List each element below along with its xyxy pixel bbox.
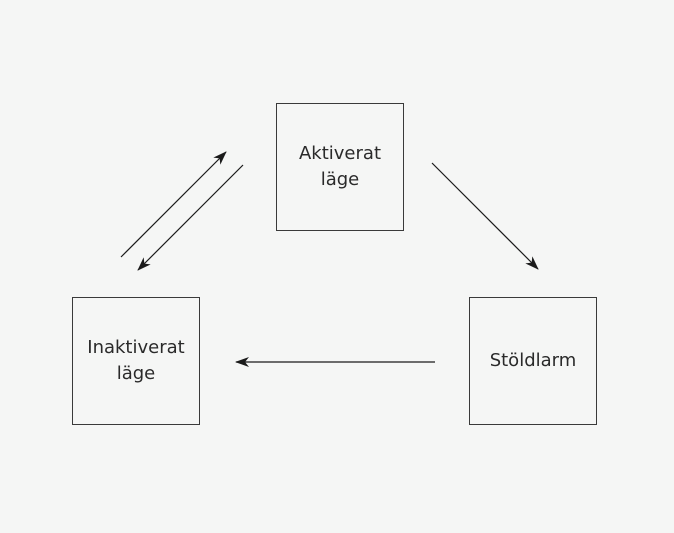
state-label-active: Aktiverat läge (298, 143, 381, 190)
state-label-inactive: Inaktiverat läge (87, 337, 185, 384)
arrow-inactive-to-active (120, 151, 227, 258)
state-box-alarm: Stöldlarm (469, 297, 597, 425)
state-box-active: Aktiverat läge (276, 103, 404, 231)
arrow-active-to-alarm (431, 162, 539, 270)
arrow-active-to-inactive (137, 164, 244, 271)
state-label-alarm: Stöldlarm (489, 350, 577, 371)
state-box-inactive: Inaktiverat läge (72, 297, 200, 425)
